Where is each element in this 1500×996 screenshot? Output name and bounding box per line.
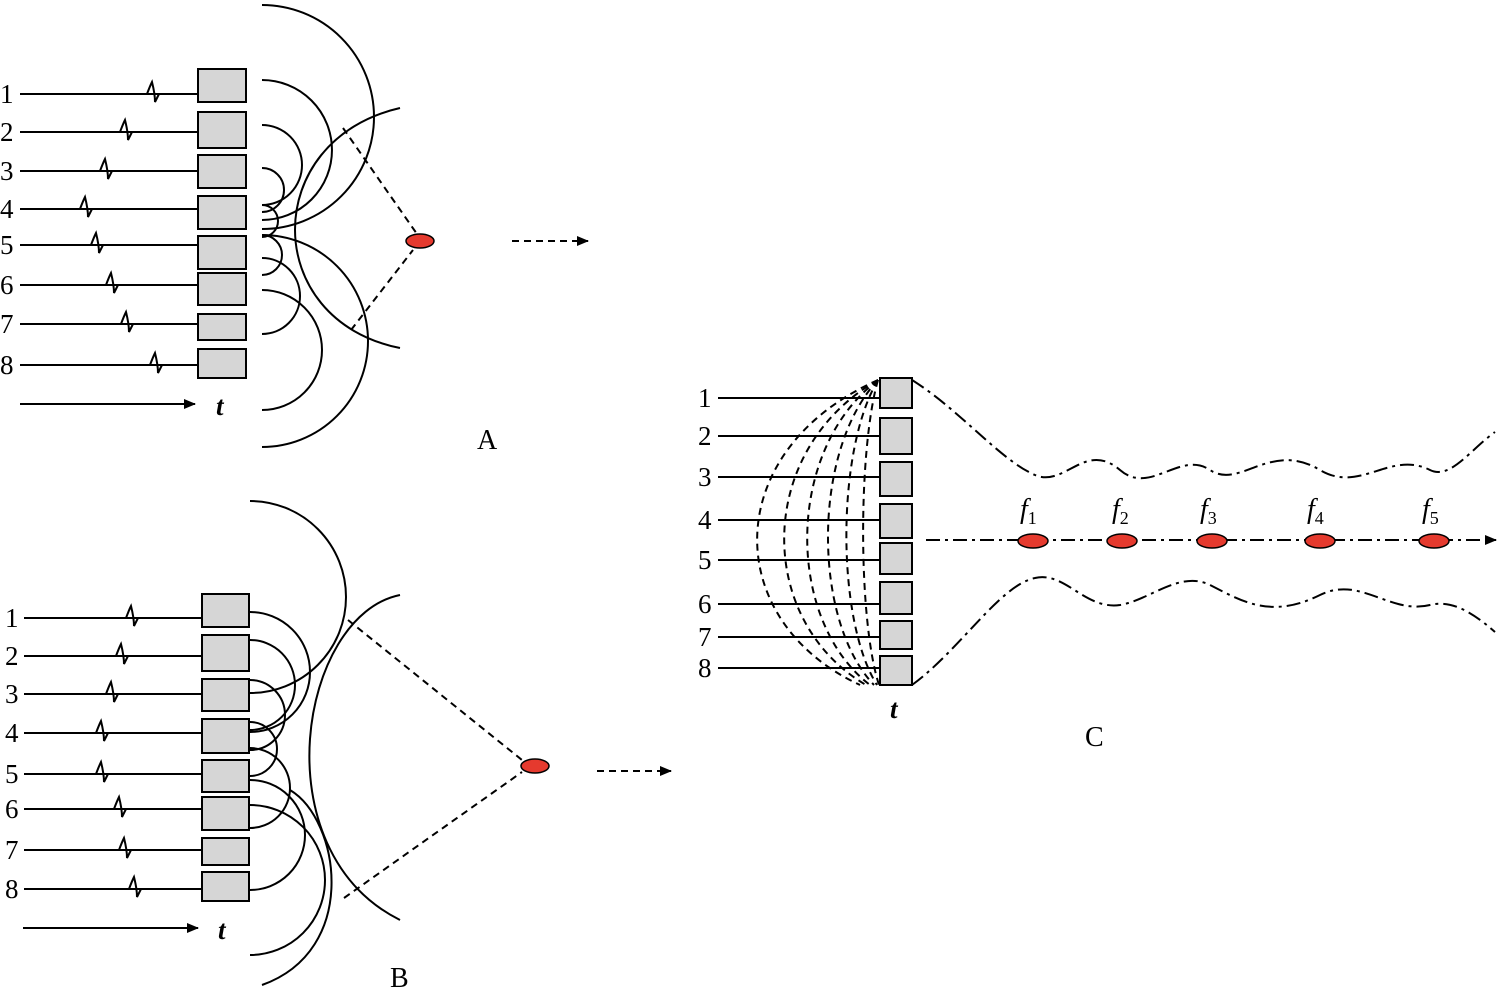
channel-number: 5 bbox=[0, 230, 14, 260]
beam-envelope-upper bbox=[911, 379, 1496, 480]
pulse-glyphs bbox=[95, 603, 142, 898]
channel-number: 7 bbox=[0, 309, 14, 339]
panel-b: 1 2 3 4 5 6 7 8 bbox=[5, 500, 672, 994]
channel-number: 1 bbox=[698, 383, 712, 413]
focal-point bbox=[1196, 533, 1228, 549]
focal-point bbox=[405, 233, 435, 249]
focal-label-2: f2 bbox=[1112, 494, 1129, 528]
focal-point bbox=[1304, 533, 1336, 549]
channel-number: 8 bbox=[0, 350, 14, 380]
transducer-elements bbox=[879, 377, 913, 686]
channel-number: 5 bbox=[698, 545, 712, 575]
channel-number: 7 bbox=[698, 622, 712, 652]
panel-label: A bbox=[477, 425, 498, 456]
wavelets bbox=[249, 500, 401, 986]
channel-number: 2 bbox=[698, 421, 712, 451]
focal-point bbox=[1418, 533, 1450, 549]
channel-number: 8 bbox=[5, 874, 19, 904]
focal-ray bbox=[347, 619, 523, 761]
channel-number: 4 bbox=[698, 505, 712, 535]
channel-number: 6 bbox=[698, 589, 712, 619]
focal-point bbox=[520, 758, 550, 774]
focal-point bbox=[1106, 533, 1138, 549]
focal-point bbox=[1017, 533, 1049, 549]
channel-number: 5 bbox=[5, 759, 19, 789]
focal-label-4: f4 bbox=[1307, 494, 1324, 528]
panel-label: C bbox=[1085, 722, 1104, 753]
panel-label: B bbox=[390, 963, 409, 994]
beam-envelope-lower bbox=[911, 576, 1496, 686]
focal-ray bbox=[350, 249, 414, 331]
channel-number: 6 bbox=[0, 270, 14, 300]
focal-points bbox=[1017, 533, 1450, 549]
channel-number: 8 bbox=[698, 653, 712, 683]
focal-ray bbox=[343, 771, 523, 899]
channel-number: 1 bbox=[0, 79, 14, 109]
time-axis-label: t bbox=[216, 391, 225, 421]
channel-number: 3 bbox=[5, 679, 19, 709]
channel-number: 2 bbox=[5, 641, 19, 671]
wavelets bbox=[261, 4, 401, 448]
time-axis-label: t bbox=[890, 694, 899, 724]
channel-number: 3 bbox=[0, 156, 14, 186]
focal-label-5: f5 bbox=[1422, 494, 1439, 528]
channel-number: 2 bbox=[0, 117, 14, 147]
focal-label-3: f3 bbox=[1200, 494, 1217, 528]
delay-law-curves bbox=[756, 379, 880, 686]
channel-number: 1 bbox=[5, 603, 19, 633]
channel-number: 4 bbox=[0, 194, 14, 224]
signal-lines bbox=[24, 617, 202, 890]
channel-number: 6 bbox=[5, 794, 19, 824]
focal-ray bbox=[342, 127, 418, 235]
focal-label-1: f1 bbox=[1020, 494, 1037, 528]
panel-c: 1 2 3 4 5 6 7 8 bbox=[698, 377, 1497, 753]
signal-lines bbox=[20, 93, 198, 366]
panel-a: 1 2 3 4 5 6 7 8 bbox=[0, 4, 589, 456]
channel-number: 7 bbox=[5, 835, 19, 865]
channel-number: 4 bbox=[5, 718, 19, 748]
transducer-elements bbox=[197, 68, 247, 379]
focal-labels: f1 f2 f3 f4 f5 bbox=[1020, 494, 1439, 528]
pulse-glyphs bbox=[79, 79, 163, 374]
channel-number: 3 bbox=[698, 462, 712, 492]
time-axis-label: t bbox=[218, 915, 227, 945]
transducer-elements bbox=[201, 593, 250, 902]
